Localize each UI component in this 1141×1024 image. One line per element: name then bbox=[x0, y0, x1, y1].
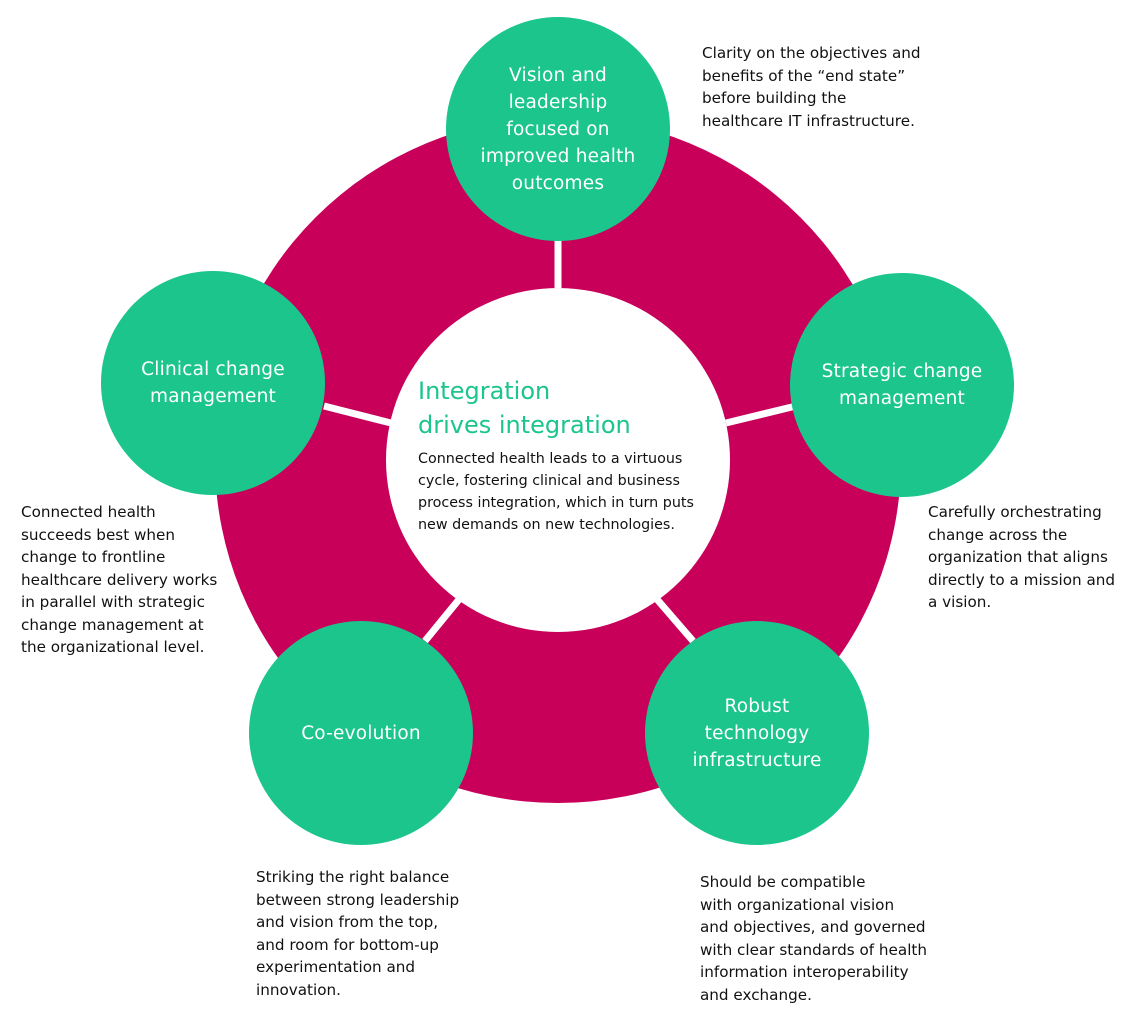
connector-technology bbox=[652, 594, 696, 644]
node-robust-technology-infrastructure-label: Robust technology infrastructure bbox=[692, 695, 822, 771]
connector-strategic bbox=[725, 402, 797, 427]
node-vision-leadership: Vision and leadership focused on improve… bbox=[446, 17, 670, 241]
node-clinical-change-management-label: Clinical change management bbox=[141, 359, 285, 407]
connector-clinical bbox=[323, 402, 392, 427]
node-vision-leadership-label: Vision and leadership focused on improve… bbox=[480, 64, 636, 194]
description-clinical-change-management: Connected health succeeds best when chan… bbox=[21, 503, 218, 656]
node-co-evolution-label: Co-evolution bbox=[301, 722, 421, 744]
description-strategic-change-management: Carefully orchestrating change across th… bbox=[928, 503, 1116, 611]
node-strategic-change-management-label: Strategic change management bbox=[821, 361, 983, 409]
description-vision-leadership: Clarity on the objectives and benefits o… bbox=[702, 44, 921, 130]
description-co-evolution: Striking the right balance between stron… bbox=[256, 868, 460, 999]
node-strategic-change-management: Strategic change management bbox=[790, 273, 1014, 497]
center-title: Integration drives integration bbox=[418, 377, 631, 439]
center-description: Connected health leads to a virtuous cyc… bbox=[418, 451, 694, 533]
inner-circle bbox=[386, 288, 730, 632]
node-robust-technology-infrastructure: Robust technology infrastructure bbox=[645, 621, 869, 845]
node-co-evolution: Co-evolution bbox=[249, 621, 473, 845]
connector-coevolution bbox=[422, 594, 464, 644]
description-robust-technology-infrastructure: Should be compatible with organizational… bbox=[700, 873, 927, 1004]
node-clinical-change-management: Clinical change management bbox=[101, 271, 325, 495]
